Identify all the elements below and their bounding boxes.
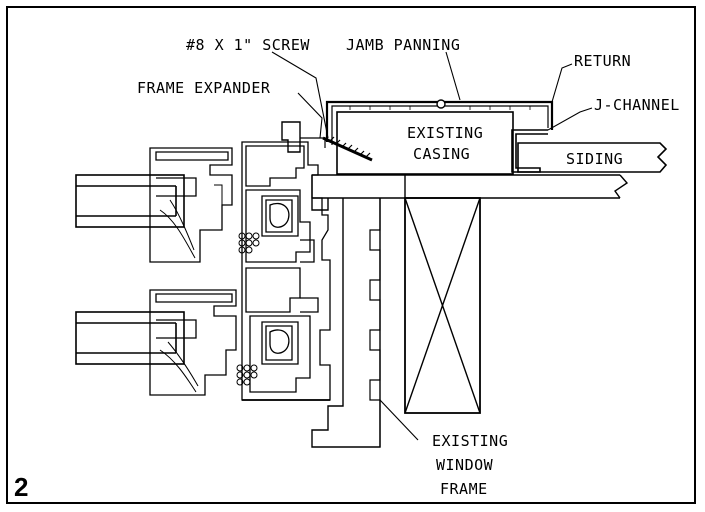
- drawing-border: [6, 6, 696, 504]
- screw-shape: [322, 136, 373, 162]
- jamb-panning-shape: [325, 99, 554, 145]
- frame-expander-shape: [281, 121, 326, 153]
- weatherstrip: [236, 232, 260, 386]
- sheathing-board: [311, 174, 629, 199]
- existing-window-frame-label-2: WINDOW: [436, 456, 494, 474]
- lower-glass: [75, 311, 185, 365]
- frame-expander-label: FRAME EXPANDER: [137, 79, 271, 97]
- existing-casing-label-1: EXISTING: [407, 124, 483, 142]
- existing-window-frame-shape: [311, 198, 381, 448]
- upper-glass: [75, 174, 185, 228]
- existing-window-frame-label-3: FRAME: [440, 480, 488, 498]
- leader-lines: [271, 51, 593, 441]
- replacement-window-frame: [241, 141, 331, 401]
- j-channel-label: J-CHANNEL: [594, 96, 680, 114]
- j-channel-shape: [511, 129, 548, 173]
- siding-board: [517, 142, 668, 173]
- siding-label: SIDING: [566, 150, 623, 168]
- jamb-panning-label: JAMB PANNING: [346, 36, 460, 54]
- return-label: RETURN: [574, 52, 631, 70]
- screw-label: #8 X 1" SCREW: [186, 36, 310, 54]
- existing-window-frame-label-1: EXISTING: [432, 432, 508, 450]
- existing-casing-label-2: CASING: [413, 145, 470, 163]
- figure-number: 2: [14, 472, 28, 502]
